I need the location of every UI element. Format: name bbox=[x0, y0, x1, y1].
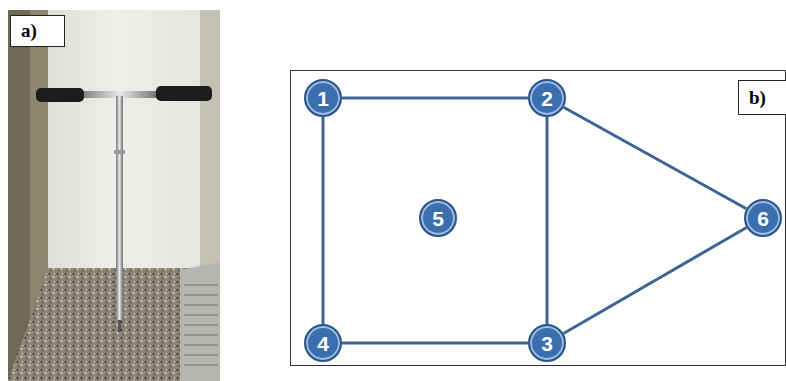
node-number: 2 bbox=[541, 88, 553, 109]
numbered-circle: 5 bbox=[419, 199, 457, 237]
connector-line bbox=[322, 117, 325, 324]
node-number: 1 bbox=[317, 88, 329, 109]
panel-label: b) bbox=[738, 80, 786, 115]
panel-label: a) bbox=[10, 15, 65, 47]
node-number: 6 bbox=[757, 208, 769, 229]
node-number: 4 bbox=[317, 333, 329, 354]
node-number: 3 bbox=[541, 333, 553, 354]
connector-line bbox=[342, 342, 528, 345]
numbered-circle: 2 bbox=[528, 79, 566, 117]
numbered-circle: 4 bbox=[304, 324, 342, 362]
connector-line bbox=[546, 117, 549, 324]
connector-line bbox=[342, 97, 528, 100]
connector-line bbox=[564, 107, 747, 209]
panel-frame bbox=[291, 71, 786, 366]
numbered-circle: 6 bbox=[744, 199, 782, 237]
photo bbox=[8, 10, 220, 381]
numbered-circle: 3 bbox=[528, 324, 566, 362]
numbered-circle: 1 bbox=[304, 79, 342, 117]
connector-line bbox=[563, 228, 746, 334]
node-number: 5 bbox=[432, 208, 444, 229]
